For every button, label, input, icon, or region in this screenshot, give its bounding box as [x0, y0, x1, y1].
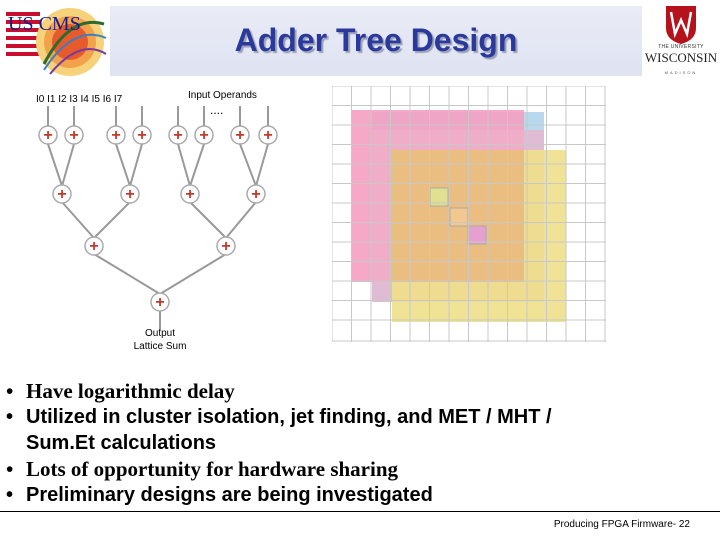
- svg-text:+: +: [111, 127, 120, 144]
- slide-title: Adder Tree Design: [234, 22, 518, 58]
- svg-text:+: +: [235, 127, 244, 144]
- input-indices-label: I0 I1 I2 I3 I4 I5 I6 I7: [36, 94, 123, 105]
- bullet-text: Sum.Et calculations: [26, 432, 217, 454]
- footer-divider: [0, 511, 720, 512]
- title-band: [110, 6, 642, 76]
- center-cell-3: [467, 225, 487, 245]
- slide-header: Adder Tree Design US CMS THE UNIVERSITY …: [0, 0, 720, 80]
- svg-text:+: +: [43, 127, 52, 144]
- adder-node: +: [194, 125, 214, 145]
- adder-node: +: [106, 125, 126, 145]
- adder-node: +: [38, 125, 58, 145]
- bullet-item: • Lots of opportunity for hardware sharin…: [6, 456, 706, 482]
- bullet-item: • Utilized in cluster isolation, jet find…: [6, 404, 706, 430]
- svg-text:+: +: [57, 186, 66, 203]
- adder-tree-diagram: I0 I1 I2 I3 I4 I5 I6 I7 Input Operands .…: [36, 90, 278, 352]
- svg-text:+: +: [125, 186, 134, 203]
- output-label: Output: [145, 328, 175, 339]
- adder-node: +: [132, 125, 152, 145]
- lattice-grid-diagram: [332, 86, 606, 342]
- svg-text:+: +: [155, 294, 164, 311]
- grid-lines: [332, 86, 606, 342]
- svg-text:+: +: [69, 127, 78, 144]
- adder-node: +: [64, 125, 84, 145]
- uw-crest-logo: [666, 6, 696, 44]
- bullet-text: Utilized in cluster isolation, jet findi…: [26, 406, 552, 428]
- svg-text:+: +: [251, 186, 260, 203]
- bullet-list: • Have logarithmic delay • Utilized in clu…: [6, 378, 706, 508]
- svg-text:+: +: [221, 238, 230, 255]
- bullet-text: Lots of opportunity for hardware sharing: [26, 457, 399, 481]
- tree-edges: [47, 106, 269, 330]
- adder-node: +: [216, 236, 236, 256]
- adder-nodes: + + + + + + + + + + + + + + +: [38, 125, 278, 312]
- bullet-marker: •: [6, 457, 14, 481]
- adder-node: +: [230, 125, 250, 145]
- uscms-logo-text: US CMS: [8, 13, 81, 35]
- bullet-text: Have logarithmic delay: [26, 379, 235, 403]
- flag-stripes: [6, 12, 40, 56]
- adder-node: +: [120, 184, 140, 204]
- svg-text:+: +: [185, 186, 194, 203]
- bullet-item: • Preliminary designs are being investiga…: [6, 482, 706, 508]
- bullet-item-continuation: Sum.Et calculations: [6, 430, 706, 456]
- input-operands-label: Input Operands: [188, 90, 257, 101]
- uw-wisconsin-text: WISCONSIN: [644, 50, 718, 65]
- adder-node: +: [168, 125, 188, 145]
- adder-node: +: [52, 184, 72, 204]
- slide-footer: Producing FPGA Firmware- 22: [553, 519, 690, 530]
- bullet-marker: •: [6, 406, 14, 428]
- center-cell-2: [449, 207, 469, 227]
- bullet-marker: •: [6, 379, 14, 403]
- uw-university-text: THE UNIVERSITY: [658, 44, 704, 50]
- svg-text:+: +: [137, 127, 146, 144]
- adder-node: +: [258, 125, 278, 145]
- bullet-marker: •: [6, 484, 14, 506]
- svg-text:+: +: [199, 127, 208, 144]
- bullet-item: • Have logarithmic delay: [6, 378, 706, 404]
- adder-node-root: +: [150, 292, 170, 312]
- adder-node: +: [246, 184, 266, 204]
- lattice-sum-label: Lattice Sum: [134, 341, 187, 352]
- svg-text:+: +: [263, 127, 272, 144]
- svg-text:+: +: [173, 127, 182, 144]
- uw-madison-text: MADISON: [664, 70, 698, 75]
- uscms-logo: US CMS: [4, 4, 108, 78]
- adder-node: +: [180, 184, 200, 204]
- adder-node: +: [84, 236, 104, 256]
- bullet-text: Preliminary designs are being investigat…: [26, 484, 433, 506]
- svg-text:+: +: [89, 238, 98, 255]
- operands-ellipsis: ....: [210, 103, 223, 117]
